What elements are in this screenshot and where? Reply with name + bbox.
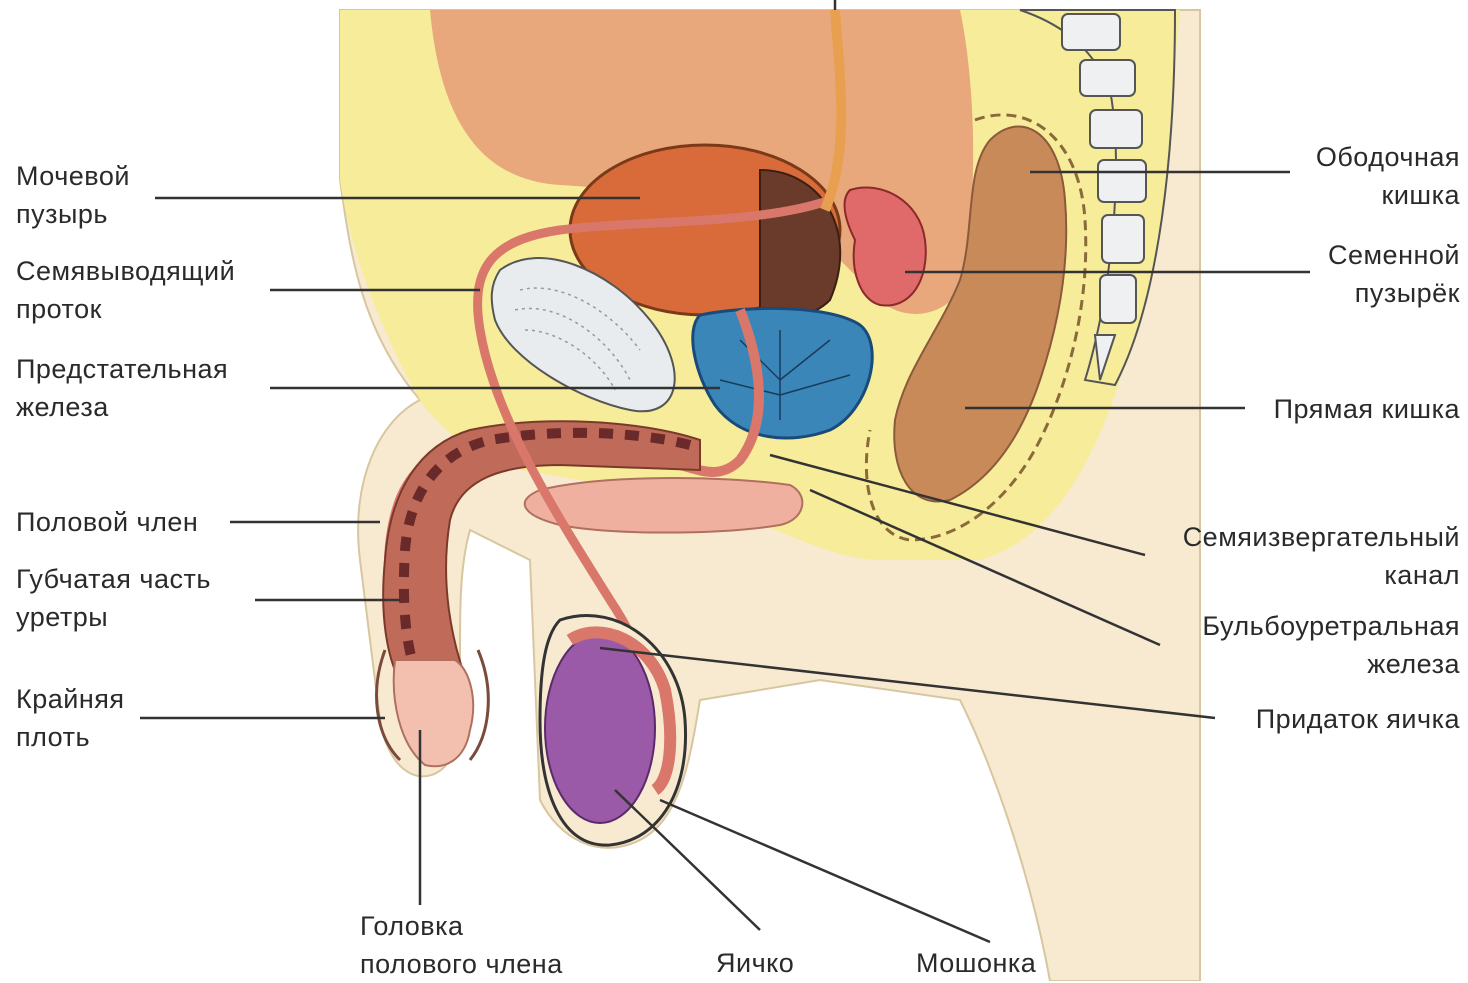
label-bulbourethral-gland: Бульбоуретральная железа <box>1202 607 1460 683</box>
label-ejaculatory-duct-line2: канал <box>1183 556 1460 594</box>
label-bulbourethral-gland-line2: железа <box>1202 645 1460 683</box>
label-colon-line2: кишка <box>1316 176 1460 214</box>
label-penis-line1: Половой член <box>16 503 198 541</box>
label-glans: Головка полового члена <box>360 907 563 983</box>
label-bladder-line2: пузырь <box>16 195 130 233</box>
label-bladder-line1: Мочевой <box>16 157 130 195</box>
label-seminal-vesicle-line1: Семенной <box>1328 236 1460 274</box>
label-vas-deferens-line2: проток <box>16 290 235 328</box>
label-colon: Ободочная кишка <box>1316 138 1460 214</box>
label-prostate: Предстательная железа <box>16 350 228 426</box>
label-vas-deferens-line1: Семявыводящий <box>16 252 235 290</box>
label-ejaculatory-duct: Семяизвергательный канал <box>1183 518 1460 594</box>
label-spongy-urethra-line2: уретры <box>16 598 211 636</box>
label-prostate-line1: Предстательная <box>16 350 228 388</box>
testis <box>545 633 655 823</box>
label-glans-line2: полового члена <box>360 945 563 983</box>
label-colon-line1: Ободочная <box>1316 138 1460 176</box>
label-bulbourethral-gland-line1: Бульбоуретральная <box>1202 607 1460 645</box>
label-spongy-urethra: Губчатая часть уретры <box>16 560 211 636</box>
label-seminal-vesicle: Семенной пузырёк <box>1328 236 1460 312</box>
label-rectum: Прямая кишка <box>1274 390 1460 428</box>
label-glans-line1: Головка <box>360 907 563 945</box>
label-vas-deferens: Семявыводящий проток <box>16 252 235 328</box>
label-epididymis: Придаток яичка <box>1256 700 1460 738</box>
label-scrotum-line1: Мошонка <box>916 944 1036 982</box>
label-foreskin-line2: плоть <box>16 718 125 756</box>
label-testis-line1: Яичко <box>716 944 794 982</box>
label-ejaculatory-duct-line1: Семяизвергательный <box>1183 518 1460 556</box>
label-scrotum: Мошонка <box>916 944 1036 982</box>
label-foreskin: Крайняя плоть <box>16 680 125 756</box>
label-spongy-urethra-line1: Губчатая часть <box>16 560 211 598</box>
label-bladder: Мочевой пузырь <box>16 157 130 233</box>
label-foreskin-line1: Крайняя <box>16 680 125 718</box>
label-seminal-vesicle-line2: пузырёк <box>1328 274 1460 312</box>
label-rectum-line1: Прямая кишка <box>1274 390 1460 428</box>
label-testis: Яичко <box>716 944 794 982</box>
label-prostate-line2: железа <box>16 388 228 426</box>
label-epididymis-line1: Придаток яичка <box>1256 700 1460 738</box>
label-penis: Половой член <box>16 503 198 541</box>
